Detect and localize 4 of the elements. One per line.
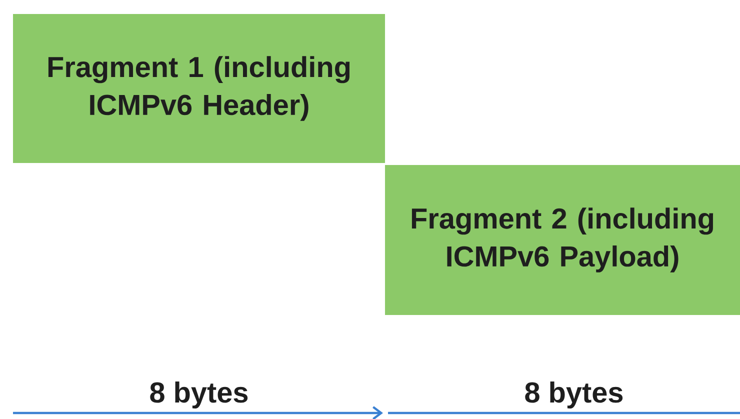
fragment-box: Fragment 2 (including ICMPv6 Payload) (385, 165, 740, 315)
fragment-box: Fragment 1 (including ICMPv6 Header) (13, 14, 385, 163)
size-label: 8 bytes (148, 380, 250, 410)
size-label: 8 bytes (523, 380, 625, 410)
